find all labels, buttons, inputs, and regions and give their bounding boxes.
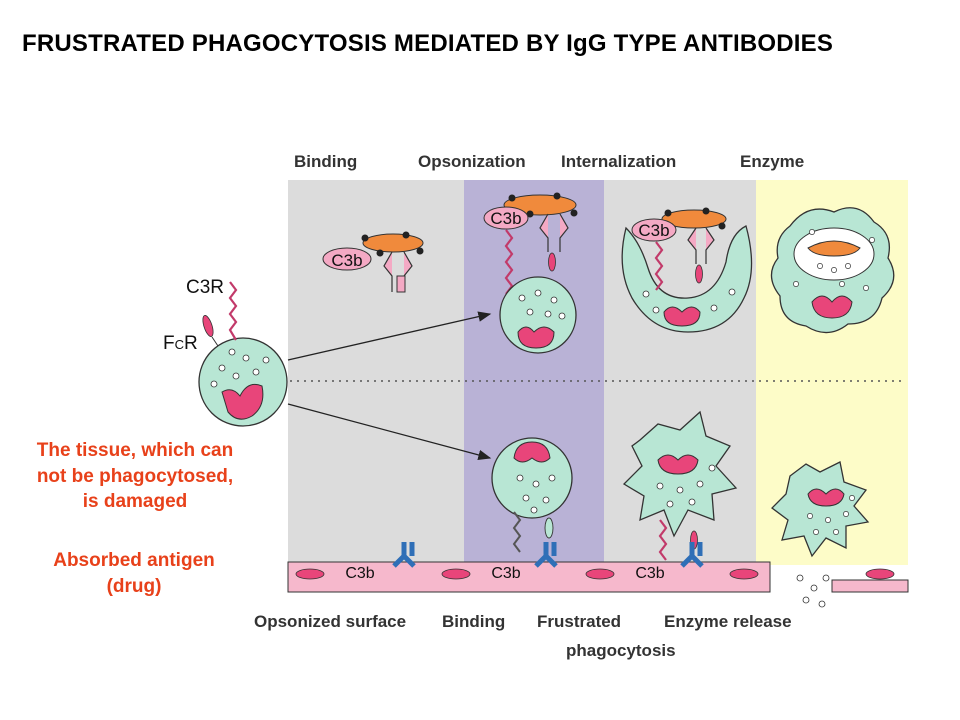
surface-antibody [534, 542, 558, 568]
label-bottom-phagocytosis: phagocytosis [566, 641, 676, 660]
label-bottom-binding: Binding [442, 612, 506, 631]
tissue-damage-line2: not be phagocytosed, [36, 465, 234, 487]
fc-receptor [202, 315, 214, 337]
absorbed-antigen-note: Absorbed antigen (drug) [18, 548, 250, 599]
c3b-label: C3b [331, 251, 362, 270]
top-enzyme-release-cell [770, 207, 895, 334]
arrow-to-top [287, 311, 492, 361]
label-top-enzyme: Enzyme [740, 152, 805, 171]
arrow-to-bottom [287, 403, 492, 461]
tissue-damage-line1: The tissue, which can [36, 440, 234, 461]
c3b-label: C3b [635, 565, 664, 582]
phagocyte-cell [198, 281, 288, 427]
label-bottom-frustrated: Frustrated [537, 612, 622, 631]
surface-antibody [392, 542, 416, 568]
surface-antibody [680, 542, 704, 568]
fc-receptor-c: C [174, 337, 184, 352]
top-internalization-complex: C3b [621, 207, 753, 333]
bottom-enzyme-release-cell [771, 461, 870, 558]
label-bottom-enzyme-release: Enzyme release [664, 612, 792, 631]
label-bottom-opsonized-surface: Opsonized surface [254, 612, 407, 631]
c3b-label: C3b [638, 221, 669, 240]
c3b-label: C3b [490, 209, 521, 228]
bottom-frustrated-cell [622, 410, 738, 561]
fc-receptor-r: R [184, 333, 198, 354]
absorbed-line2: (drug) [106, 575, 162, 597]
c3-receptor-label: C3R [186, 277, 225, 298]
page-title: FRUSTRATED PHAGOCYTOSIS MEDIATED BY IgG … [22, 30, 834, 57]
fc-receptor-f: F [163, 333, 175, 354]
top-binding-complex: C3b [322, 231, 424, 293]
absorbed-line1: Absorbed antigen [53, 550, 215, 571]
top-opsonization-complex: C3b [483, 192, 578, 354]
label-top-internalization: Internalization [561, 152, 677, 171]
bottom-binding-cell [491, 437, 573, 553]
c3b-label: C3b [491, 565, 520, 582]
fc-receptor-label: FCR [163, 333, 198, 355]
label-top-binding: Binding [294, 152, 358, 171]
c3-receptor [228, 281, 238, 341]
tissue-damage-note: The tissue, which can not be phagocytose… [4, 438, 266, 515]
c3b-label: C3b [345, 565, 374, 582]
tissue-damage-line3: is damaged [82, 491, 188, 513]
label-top-opsonization: Opsonization [418, 152, 526, 171]
tissue-layer: C3b C3b C3b [287, 542, 909, 593]
released-granules [796, 574, 830, 608]
